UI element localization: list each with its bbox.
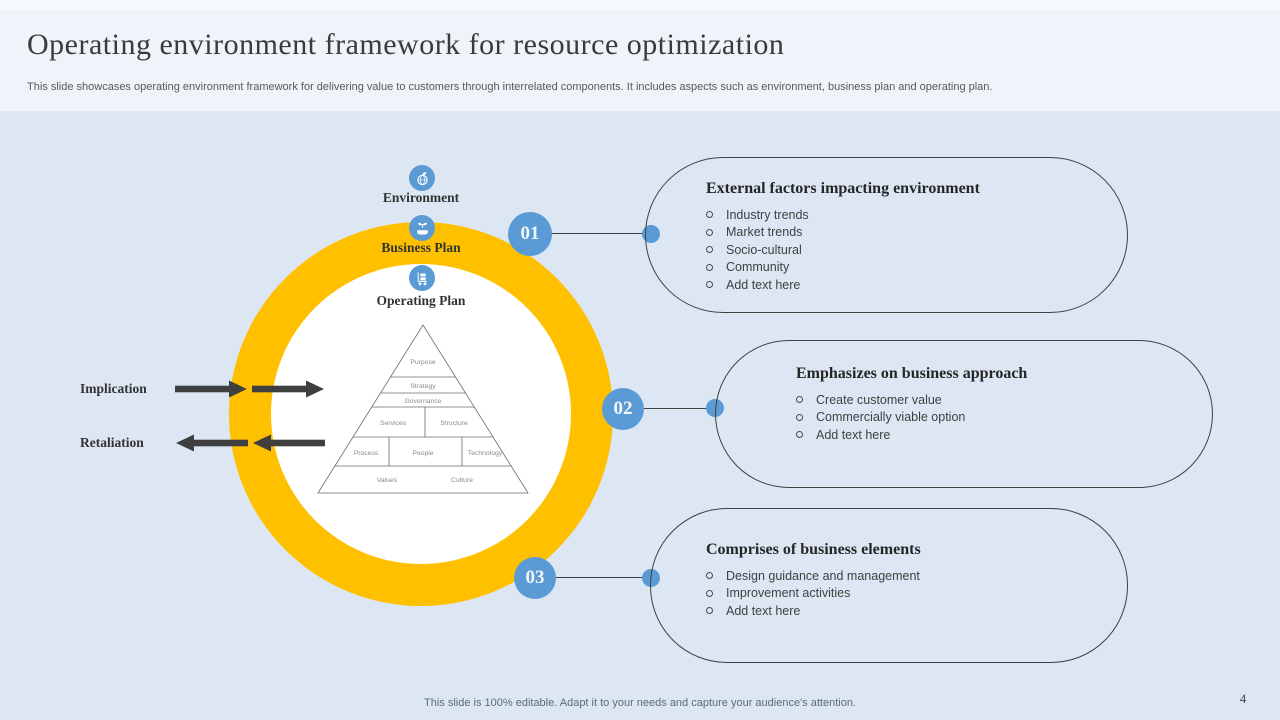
bullet-icon [706,572,713,580]
left-arrows-icon [176,434,325,452]
bullet-icon [796,431,803,439]
operating-plan-circle-shape [271,264,571,564]
pyramid-level-services: Services [380,420,407,427]
list-item[interactable]: Community [706,259,1057,277]
logistics-cart-icon [409,265,435,291]
bullet-icon [796,413,803,421]
slide-header: Operating environment framework for reso… [0,0,1280,111]
callout-title[interactable]: Emphasizes on business approach [796,365,1028,382]
callout-title[interactable]: External factors impacting environment [706,180,980,197]
pyramid-level-technology: Technology [468,450,503,457]
callout-list: Create customer value Commercially viabl… [796,391,1142,444]
top-strip [0,0,1280,10]
retaliation-label[interactable]: Retaliation [80,435,144,450]
list-item[interactable]: Design guidance and management [706,567,1067,585]
callout-title[interactable]: Comprises of business elements [706,541,921,558]
pyramid-level-process: Process [354,450,379,457]
pyramid-level-strategy: Strategy [410,383,436,390]
list-item[interactable]: Improvement activities [706,585,1067,603]
pyramid-level-governance: Governance [404,398,441,405]
callout-business-elements: Comprises of business elements Design gu… [650,508,1128,663]
ring-label-operating-plan[interactable]: Operating Plan [376,293,466,308]
pyramid-level-people: People [412,450,433,457]
connector-line-02 [640,408,714,410]
step-circle-01: 01 [508,212,552,256]
pyramid-level-values: Values [377,477,398,484]
list-item[interactable]: Add text here [706,602,1067,620]
list-item[interactable]: Add text here [706,276,1057,294]
connector-line-03 [552,577,650,579]
pyramid-level-culture: Culture [451,477,473,484]
connector-line-01 [550,233,650,235]
bullet-icon [706,228,713,236]
page-subtitle[interactable]: This slide showcases operating environme… [27,81,993,93]
page-number: 4 [1239,691,1247,706]
bullet-icon [706,281,713,289]
right-arrows-icon [175,380,324,398]
footer-note: This slide is 100% editable. Adapt it to… [424,697,856,709]
bullet-icon [706,211,713,219]
pyramid-level-structure: Structure [440,420,468,427]
step-circle-02: 02 [602,388,644,430]
callout-external-factors: External factors impacting environment I… [645,157,1128,313]
pyramid-level-purpose: Purpose [410,359,436,366]
bullet-icon [706,263,713,271]
hand-growth-icon [409,215,435,241]
page-title[interactable]: Operating environment framework for reso… [27,28,785,61]
bullet-icon [706,607,713,615]
list-item[interactable]: Add text here [796,426,1142,444]
bullet-icon [796,396,803,404]
list-item[interactable]: Market trends [706,224,1057,242]
list-item[interactable]: Create customer value [796,391,1142,409]
list-item[interactable]: Commercially viable option [796,409,1142,427]
implication-arrows [175,380,325,398]
organization-pyramid: Purpose Strategy Governance Services Str… [317,324,529,494]
ring-label-business-plan[interactable]: Business Plan [381,240,461,255]
callout-list: Design guidance and management Improveme… [706,567,1067,620]
retaliation-arrows [175,434,325,452]
bullet-icon [706,246,713,254]
ring-label-environment[interactable]: Environment [382,190,460,205]
list-item[interactable]: Industry trends [706,206,1057,224]
callout-list: Industry trends Market trends Socio-cult… [706,206,1057,294]
globe-plant-icon [409,165,435,191]
callout-business-approach: Emphasizes on business approach Create c… [715,340,1213,488]
step-circle-03: 03 [514,557,556,599]
bullet-icon [706,589,713,597]
implication-label[interactable]: Implication [80,381,147,396]
list-item[interactable]: Socio-cultural [706,241,1057,259]
